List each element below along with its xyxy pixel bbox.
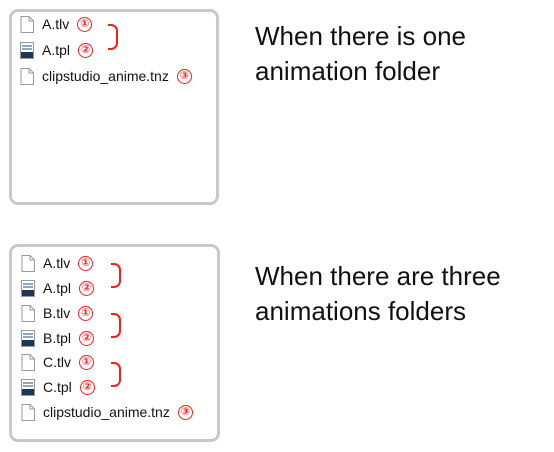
- image-file-icon: [21, 279, 35, 297]
- image-file-icon: [20, 41, 34, 59]
- file-name: B.tpl: [43, 330, 72, 346]
- pair-bracket: [111, 313, 121, 338]
- file-name: A.tpl: [43, 280, 72, 296]
- number-marker: ①: [77, 16, 93, 32]
- file-item[interactable]: C.tpl ②: [21, 376, 95, 398]
- caption-line: When there is one: [255, 21, 467, 51]
- caption-line: When there are three: [255, 261, 501, 291]
- number-marker: ②: [78, 42, 94, 58]
- file-item[interactable]: B.tpl ②: [21, 327, 95, 349]
- document-icon: [21, 254, 35, 272]
- file-item[interactable]: clipstudio_anime.tnz ③: [21, 401, 193, 423]
- file-name: A.tlv: [42, 16, 70, 32]
- document-icon: [20, 15, 34, 33]
- file-item[interactable]: A.tlv ①: [20, 13, 93, 35]
- file-item[interactable]: A.tpl ②: [21, 277, 95, 299]
- file-list-panel-one-folder: [9, 9, 219, 205]
- number-marker: ③: [176, 68, 192, 84]
- file-item[interactable]: A.tpl ②: [20, 39, 94, 61]
- file-name: A.tlv: [43, 255, 71, 271]
- document-icon: [21, 353, 35, 371]
- file-name: clipstudio_anime.tnz: [42, 68, 169, 84]
- document-icon: [20, 67, 34, 85]
- file-item[interactable]: C.tlv ①: [21, 351, 94, 373]
- file-item[interactable]: B.tlv ①: [21, 302, 94, 324]
- number-marker: ①: [79, 354, 94, 370]
- number-marker: ③: [177, 404, 193, 420]
- number-marker: ②: [79, 330, 95, 346]
- pair-bracket: [111, 362, 121, 387]
- file-name: C.tlv: [43, 354, 71, 370]
- caption-line: animations folders: [255, 296, 466, 326]
- file-name: clipstudio_anime.tnz: [43, 404, 170, 420]
- file-item[interactable]: A.tlv ①: [21, 252, 94, 274]
- file-name: B.tlv: [43, 305, 71, 321]
- document-icon: [21, 403, 35, 421]
- file-item[interactable]: clipstudio_anime.tnz ③: [20, 65, 192, 87]
- number-marker: ①: [78, 305, 94, 321]
- number-marker: ①: [78, 255, 94, 271]
- document-icon: [21, 304, 35, 322]
- file-name: A.tpl: [42, 42, 71, 58]
- pair-bracket: [108, 24, 118, 50]
- file-name: C.tpl: [43, 379, 72, 395]
- image-file-icon: [21, 378, 35, 396]
- pair-bracket: [111, 263, 121, 288]
- number-marker: ②: [79, 280, 95, 296]
- image-file-icon: [21, 329, 35, 347]
- number-marker: ②: [79, 379, 95, 395]
- caption-line: animation folder: [255, 56, 440, 86]
